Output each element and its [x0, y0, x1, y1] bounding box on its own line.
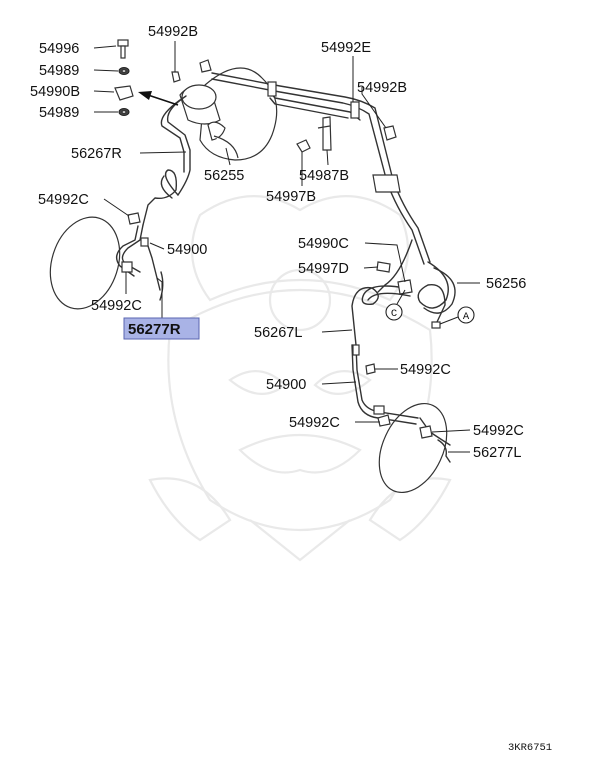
label-54992B: 54992B	[357, 80, 407, 96]
label-54992C: 54992C	[38, 192, 89, 208]
label-56255: 56255	[204, 168, 244, 184]
label-56267R: 56267R	[71, 146, 122, 162]
part-labels: 54996 54989 54990B 54989 54992B 54992E 5…	[30, 24, 552, 754]
label-56277L: 56277L	[473, 445, 521, 461]
label-56277R: 56277R	[128, 321, 181, 338]
diagram-reference-code: 3KR6751	[508, 742, 552, 754]
label-54992C: 54992C	[289, 415, 340, 431]
callout-A: A	[439, 306, 475, 325]
leader-lines	[93, 41, 480, 453]
label-54900: 54900	[266, 377, 306, 393]
label-54990C: 54990C	[298, 236, 349, 252]
master-cylinder-assembly	[179, 67, 278, 161]
label-56267L: 56267L	[254, 325, 302, 341]
svg-text:A: A	[463, 311, 470, 323]
label-54992B: 54992B	[148, 24, 198, 40]
label-56256: 56256	[486, 276, 526, 292]
label-54992E: 54992E	[321, 40, 371, 56]
label-54997B: 54997B	[266, 189, 316, 205]
callout-C: C	[385, 289, 406, 321]
label-54990B: 54990B	[30, 84, 80, 100]
left-brake-disc	[49, 216, 121, 310]
label-54989: 54989	[39, 105, 79, 121]
label-54997D: 54997D	[298, 261, 349, 277]
direction-arrow	[138, 91, 179, 106]
highlight-box	[123, 317, 200, 340]
label-54989: 54989	[39, 63, 79, 79]
fittings	[114, 39, 441, 439]
label-54900: 54900	[167, 242, 207, 258]
svg-text:C: C	[391, 308, 397, 320]
label-54996: 54996	[39, 41, 79, 57]
label-54987B: 54987B	[299, 168, 349, 184]
label-54992C: 54992C	[400, 362, 451, 378]
label-54992C: 54992C	[473, 423, 524, 439]
brake-pipes	[115, 72, 456, 463]
label-54992C: 54992C	[91, 298, 142, 314]
